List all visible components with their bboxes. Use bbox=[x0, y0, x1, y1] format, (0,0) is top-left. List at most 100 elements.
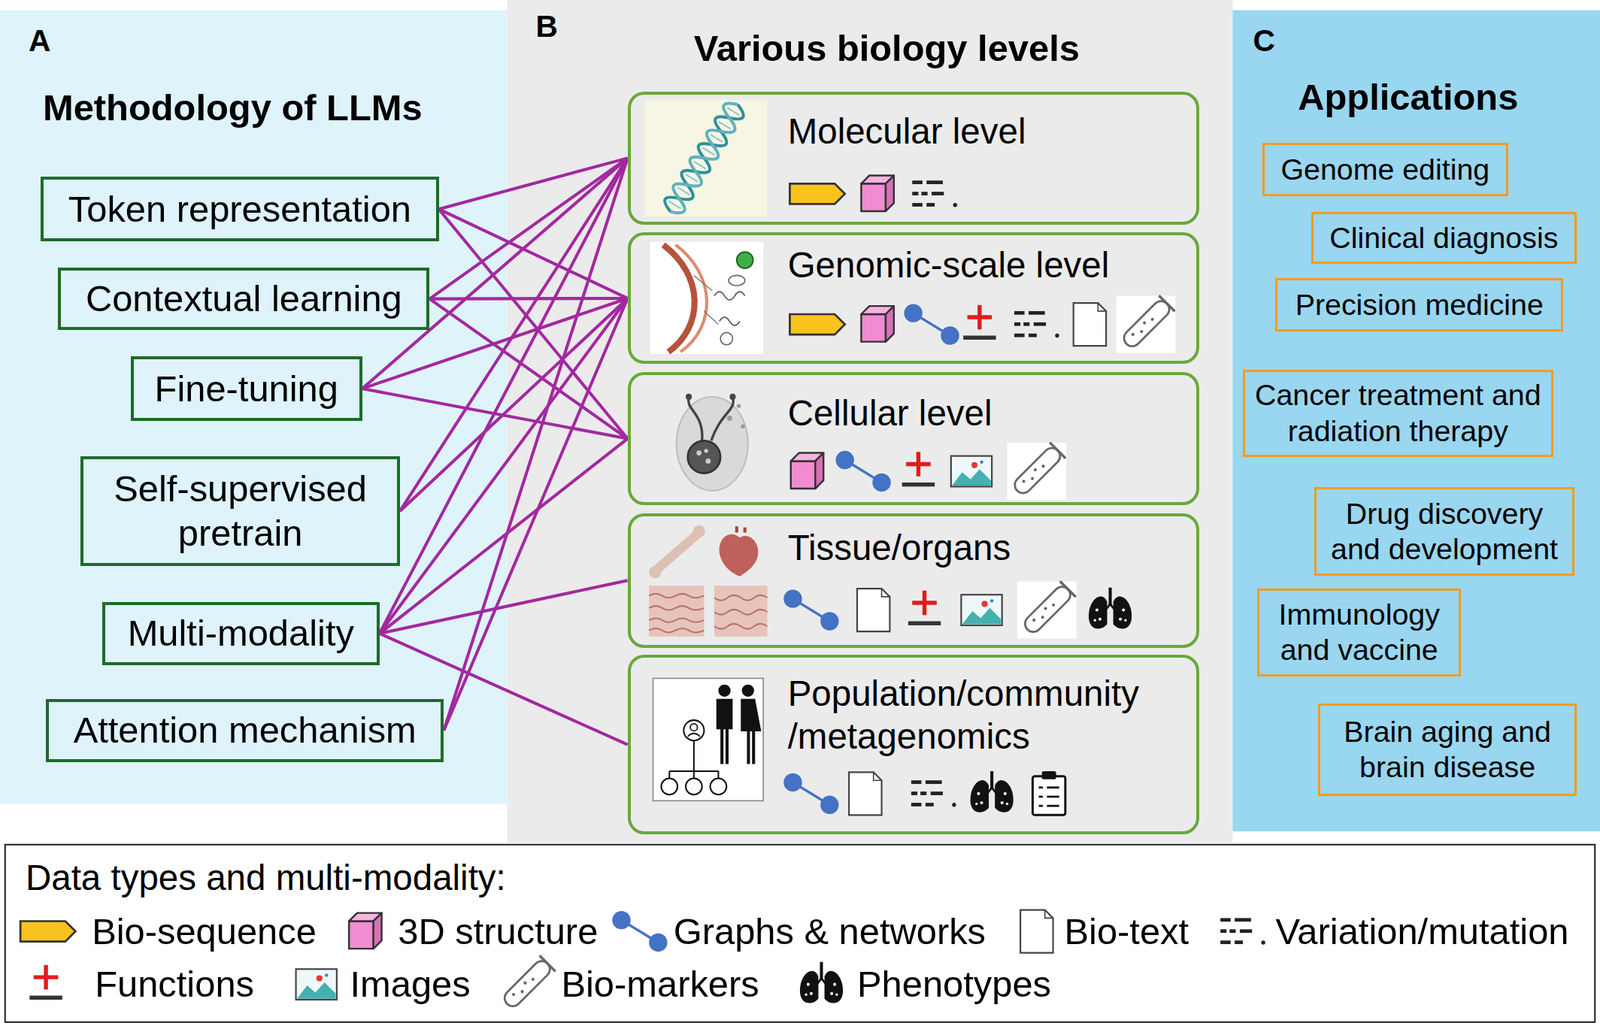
connector-line bbox=[429, 296, 628, 301]
pathway-illustration bbox=[720, 332, 733, 345]
level-label: Cellular level bbox=[787, 391, 993, 435]
dna-illustration bbox=[669, 200, 682, 209]
cell-illustration bbox=[676, 393, 749, 491]
legend-samples bbox=[296, 969, 337, 1000]
dna-illustration bbox=[693, 161, 707, 170]
level-icons bbox=[902, 451, 935, 487]
box-label: Fine-tuning bbox=[154, 366, 339, 412]
level-icons bbox=[951, 456, 992, 488]
pathway-illustration bbox=[714, 291, 746, 300]
population-illustration bbox=[710, 778, 728, 795]
connector-line bbox=[379, 298, 628, 634]
tissue-illustration bbox=[657, 534, 697, 570]
level-icons bbox=[963, 305, 996, 340]
population-illustration bbox=[653, 678, 764, 801]
dna-illustration bbox=[718, 121, 731, 130]
level-icons bbox=[1073, 303, 1107, 346]
panel-letter: A bbox=[28, 22, 51, 60]
level-icons bbox=[960, 594, 1002, 626]
population-illustration bbox=[718, 684, 731, 697]
cell-illustration bbox=[688, 397, 703, 441]
box-label: Precision medicine bbox=[1295, 287, 1544, 323]
legend-text: Variation/mutation bbox=[1275, 909, 1569, 955]
level-icons bbox=[789, 183, 845, 204]
population-illustration bbox=[685, 778, 703, 795]
connector-line bbox=[379, 633, 628, 746]
pathway-illustration bbox=[675, 245, 707, 352]
method-box: Attention mechanism bbox=[45, 699, 444, 763]
legend-samples bbox=[1220, 918, 1266, 945]
level-label: Population/community /metagenomics bbox=[787, 672, 1189, 758]
method-box: Multi-modality bbox=[102, 602, 380, 666]
cell-illustration bbox=[685, 393, 692, 400]
dna-illustration bbox=[685, 174, 698, 182]
box-label: Drug discovery and development bbox=[1322, 496, 1567, 567]
box-label: Immunology and vaccine bbox=[1265, 596, 1453, 668]
panel: Molecular levelGenomic-scale levelCellul… bbox=[507, 0, 1234, 843]
tissue-illustration bbox=[648, 585, 704, 637]
level-icons bbox=[970, 771, 1014, 813]
box-label: Clinical diagnosis bbox=[1329, 220, 1558, 256]
legend-text: Images bbox=[350, 962, 471, 1007]
population-illustration bbox=[690, 724, 698, 731]
population-illustration bbox=[716, 699, 734, 765]
application-box: Cancer treatment and radiation therapy bbox=[1242, 369, 1554, 458]
level-box: Population/community /metagenomics bbox=[627, 654, 1200, 835]
legend-text: Bio-sequence bbox=[91, 909, 317, 955]
panel-ground bbox=[507, 0, 1234, 843]
legend-text: Graphs & networks bbox=[673, 909, 986, 955]
pathway-illustration bbox=[703, 311, 719, 325]
legend-text: Functions bbox=[94, 962, 255, 1007]
box-label: Brain aging and brain disease bbox=[1327, 714, 1569, 785]
tissue-illustration bbox=[648, 628, 704, 633]
tissue-illustration bbox=[714, 585, 768, 637]
cell-illustration bbox=[727, 415, 733, 422]
dna-illustration bbox=[645, 98, 768, 219]
box-label: Multi-modality bbox=[127, 611, 355, 656]
application-box: Brain aging and brain disease bbox=[1318, 703, 1576, 796]
connector-line bbox=[400, 157, 628, 512]
level-box: Tissue/organs bbox=[627, 513, 1200, 649]
pathway-illustration bbox=[728, 275, 746, 286]
level-icons bbox=[783, 589, 839, 631]
cell-illustration bbox=[729, 393, 736, 400]
legend-text: Phenotypes bbox=[857, 962, 1052, 1007]
dna-illustration bbox=[660, 98, 747, 219]
dna-illustration bbox=[710, 134, 723, 143]
population-illustration bbox=[669, 740, 719, 779]
panel-heading: Various biology levels bbox=[693, 26, 1080, 71]
level-icons bbox=[783, 773, 839, 815]
cell-illustration bbox=[696, 450, 702, 456]
box-label: Attention mechanism bbox=[73, 708, 417, 753]
legend-samples bbox=[20, 921, 76, 942]
application-box: Drug discovery and development bbox=[1314, 487, 1575, 576]
level-icons bbox=[911, 780, 957, 807]
panel-heading: Methodology of LLMs bbox=[42, 85, 423, 131]
box-label: Genome editing bbox=[1280, 151, 1490, 188]
level-icons bbox=[1088, 587, 1132, 630]
legend-samples bbox=[348, 913, 382, 949]
legend-text: 3D structure bbox=[397, 909, 598, 955]
pathway-illustration bbox=[719, 317, 740, 326]
level-icons bbox=[789, 314, 845, 335]
application-box: Clinical diagnosis bbox=[1311, 212, 1577, 264]
level-box: Genomic-scale level bbox=[627, 232, 1200, 364]
dna-illustration bbox=[660, 98, 747, 219]
level-icons bbox=[908, 590, 941, 626]
panel: Token representationContextual learningF… bbox=[0, 10, 508, 805]
level-icons bbox=[1116, 295, 1176, 353]
legend-text: Bio-text bbox=[1064, 909, 1190, 955]
tissue-illustration bbox=[648, 566, 661, 579]
legend-samples bbox=[800, 962, 843, 1004]
legend-text: Bio-markers bbox=[560, 962, 759, 1007]
tissue-illustration bbox=[719, 534, 759, 577]
panel-letter: C bbox=[1253, 22, 1276, 60]
legend-samples bbox=[20, 910, 1266, 1014]
level-icons bbox=[860, 306, 894, 342]
connector-line bbox=[443, 298, 628, 731]
box-label: Self-supervised pretrain bbox=[89, 466, 391, 555]
level-box: Molecular level bbox=[627, 91, 1200, 225]
level-icons bbox=[912, 180, 958, 207]
pathway-illustration bbox=[663, 245, 695, 352]
